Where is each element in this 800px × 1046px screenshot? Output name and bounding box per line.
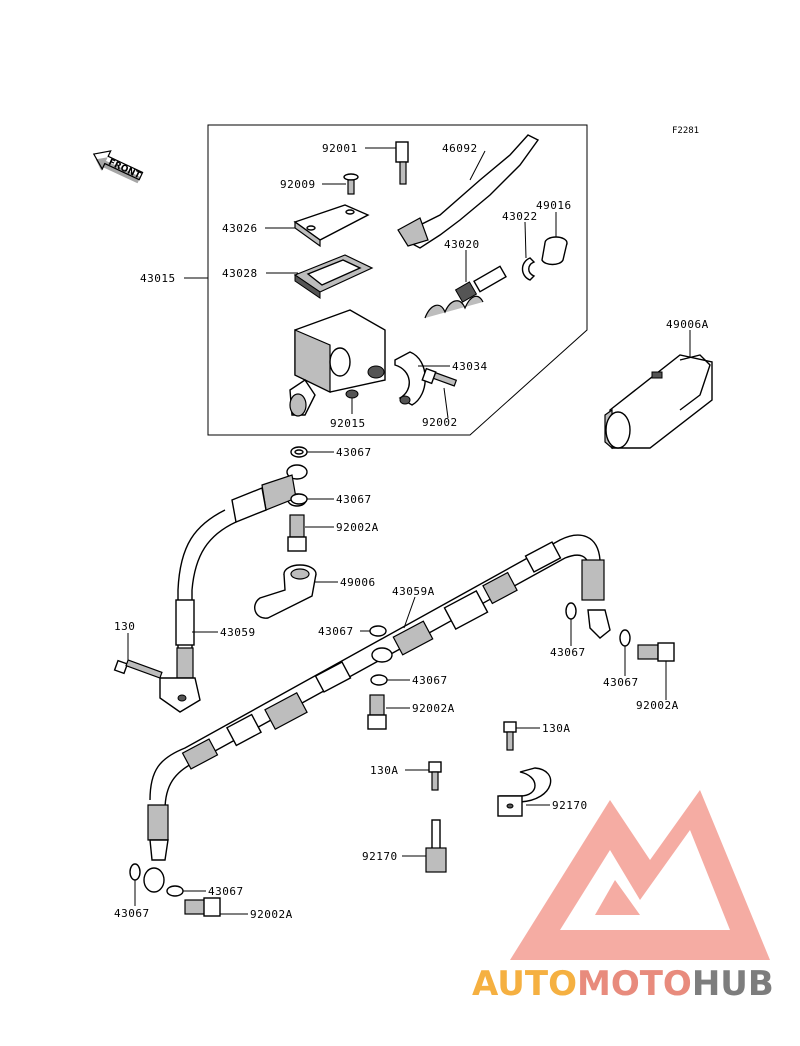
leader-lines bbox=[127, 147, 691, 915]
label-49016: 49016 bbox=[536, 199, 572, 212]
label-92002A-b: 92002A bbox=[412, 702, 455, 715]
reservoir-cap-43026 bbox=[293, 204, 370, 248]
label-43067-c: 43067 bbox=[318, 625, 354, 638]
fitting-92015 bbox=[345, 389, 359, 399]
label-92002A-c: 92002A bbox=[636, 699, 679, 712]
front-direction-arrow: FRONT bbox=[92, 150, 144, 184]
brake-lever-46092 bbox=[397, 134, 540, 249]
diaphragm-43028 bbox=[293, 254, 374, 299]
watermark-logo bbox=[510, 790, 770, 960]
label-43067-g: 43067 bbox=[208, 885, 244, 898]
cap-49006 bbox=[254, 564, 317, 619]
label-43059: 43059 bbox=[220, 626, 256, 639]
label-92001: 92001 bbox=[322, 142, 358, 155]
label-92009: 92009 bbox=[280, 178, 316, 191]
clamp-bolts-130A bbox=[428, 721, 517, 791]
label-49006: 49006 bbox=[340, 576, 376, 589]
label-43026: 43026 bbox=[222, 222, 258, 235]
label-92002A-a: 92002A bbox=[336, 521, 379, 534]
bolt-92002 bbox=[421, 367, 458, 387]
circlip-43022 bbox=[521, 257, 536, 281]
label-130A-a: 130A bbox=[542, 722, 571, 735]
label-43059A: 43059A bbox=[392, 585, 435, 598]
label-43034: 43034 bbox=[452, 360, 488, 373]
label-46092: 46092 bbox=[442, 142, 478, 155]
label-43067-a: 43067 bbox=[336, 446, 372, 459]
figure-reference-code: F2281 bbox=[672, 126, 699, 136]
screw-92009 bbox=[343, 173, 359, 195]
clamp-43034 bbox=[394, 351, 426, 406]
hose-clamps-92170 bbox=[425, 767, 552, 873]
lever-cover-49006A bbox=[604, 354, 713, 450]
label-43067-b: 43067 bbox=[336, 493, 372, 506]
label-43067-f: 43067 bbox=[603, 676, 639, 689]
label-92002A-d: 92002A bbox=[250, 908, 293, 921]
label-92170-b: 92170 bbox=[362, 850, 398, 863]
dust-boot-49016 bbox=[541, 236, 568, 266]
watermark-moto: MOTO bbox=[577, 964, 692, 1004]
label-92002: 92002 bbox=[422, 416, 458, 429]
label-43067-d: 43067 bbox=[412, 674, 448, 687]
watermark-text: AUTOMOTOHUB bbox=[472, 964, 774, 1004]
callout-labels: 92001 46092 92009 43026 43022 49016 4302… bbox=[114, 142, 709, 921]
label-49006A: 49006A bbox=[666, 318, 709, 331]
piston-kit-43020 bbox=[424, 265, 507, 319]
assembly-box-43015 bbox=[207, 124, 588, 436]
label-43015: 43015 bbox=[140, 272, 176, 285]
label-43022: 43022 bbox=[502, 210, 538, 223]
pivot-bolt-92001 bbox=[395, 141, 409, 185]
label-130: 130 bbox=[114, 620, 135, 633]
label-43028: 43028 bbox=[222, 267, 258, 280]
washers-43067 bbox=[129, 446, 631, 897]
master-cylinder-body bbox=[289, 309, 386, 417]
label-43067-h: 43067 bbox=[114, 907, 150, 920]
label-92015: 92015 bbox=[330, 417, 366, 430]
watermark-auto: AUTO bbox=[472, 964, 577, 1004]
label-43020: 43020 bbox=[444, 238, 480, 251]
banjo-bolt-92002A-upper bbox=[287, 514, 307, 552]
banjo-bolts-92002A bbox=[184, 642, 675, 917]
bolt-130 bbox=[113, 659, 163, 679]
lower-hose-43059A bbox=[143, 534, 611, 893]
watermark-hub: HUB bbox=[692, 964, 774, 1004]
label-92170-a: 92170 bbox=[552, 799, 588, 812]
label-43067-e: 43067 bbox=[550, 646, 586, 659]
label-130A-b: 130A bbox=[370, 764, 399, 777]
